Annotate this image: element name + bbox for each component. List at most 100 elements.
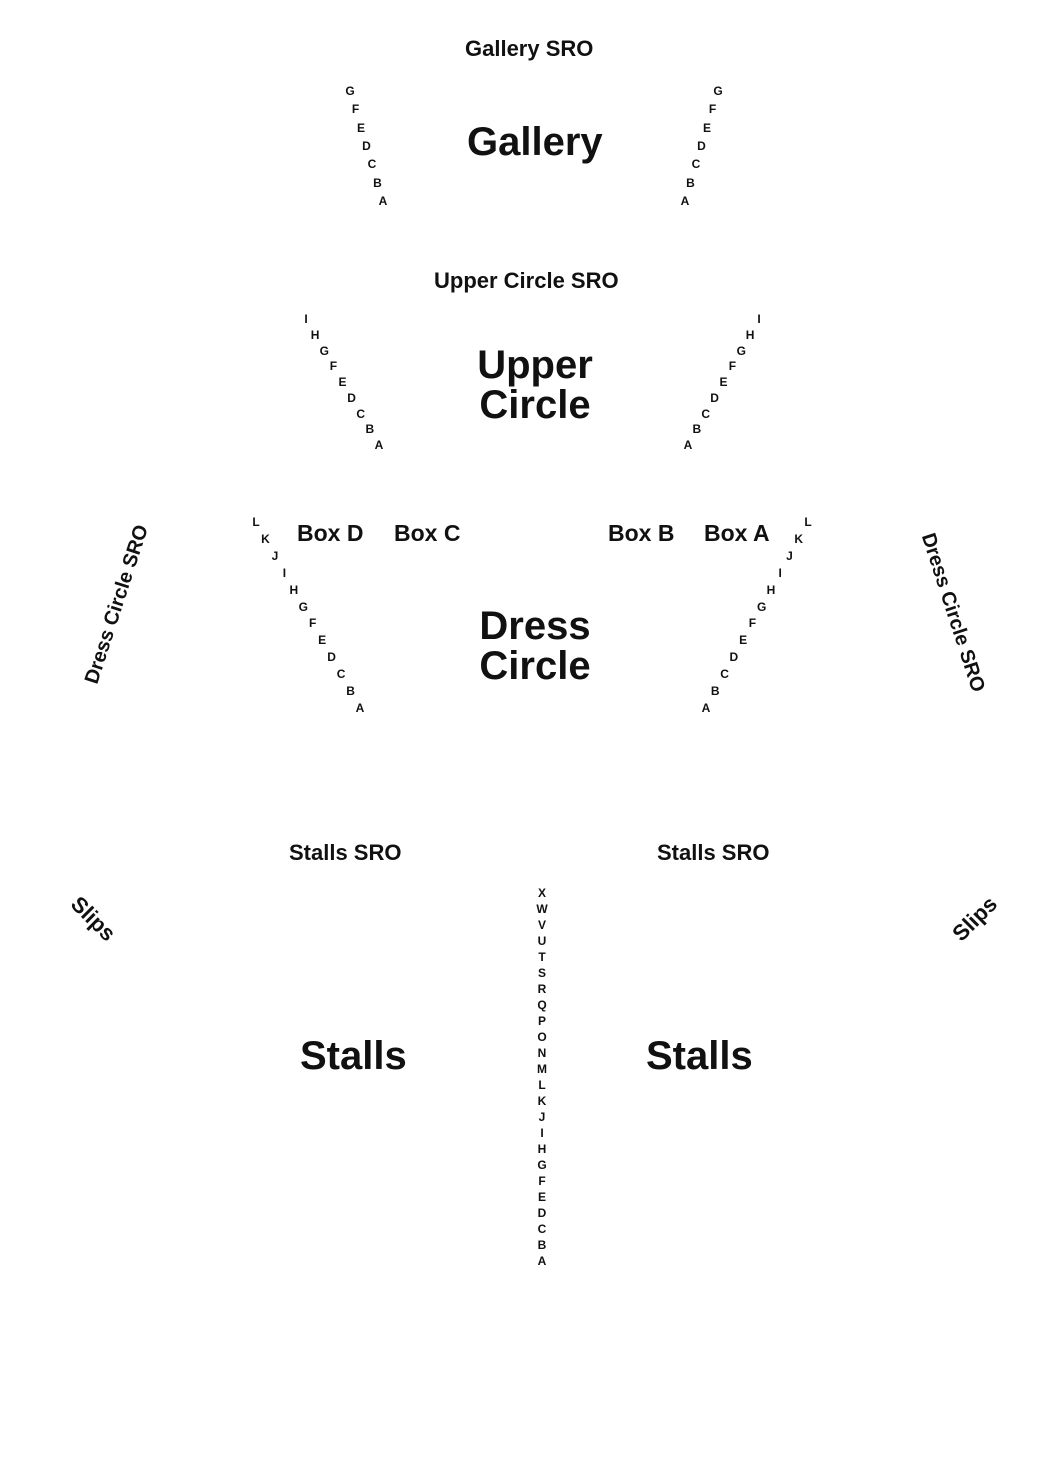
dress-circle-row-left-e: E bbox=[318, 633, 327, 648]
stalls-row-o: O bbox=[537, 1030, 547, 1044]
upper-circle-row-left-h: H bbox=[310, 327, 320, 342]
upper-circle-row-left-g: G bbox=[319, 343, 329, 358]
dress-circle-row-right-a: A bbox=[701, 701, 711, 715]
upper-circle-row-right-i: I bbox=[757, 312, 761, 326]
upper-circle-row-right-a: A bbox=[683, 438, 693, 452]
gallery-row-right-e: E bbox=[702, 120, 712, 135]
upper-circle-row-right-h: H bbox=[745, 327, 755, 342]
stalls-row-x: X bbox=[537, 886, 547, 900]
upper-circle-title-line1: Upper bbox=[477, 343, 593, 387]
dress-circle-row-right-f: F bbox=[748, 616, 757, 631]
stalls-row-d: D bbox=[537, 1206, 547, 1220]
box-b-label: Box B bbox=[608, 520, 675, 546]
upper-circle-row-left-i: I bbox=[304, 312, 308, 326]
stalls-row-q: Q bbox=[537, 998, 547, 1012]
dress-circle-row-right-j: J bbox=[786, 548, 793, 563]
dress-circle-row-right-h: H bbox=[766, 582, 776, 597]
gallery-row-left-c: C bbox=[367, 157, 377, 172]
gallery-title: Gallery bbox=[467, 120, 603, 164]
dress-circle-title-line2: Circle bbox=[479, 644, 591, 688]
upper-circle-row-right-g: G bbox=[736, 343, 746, 358]
upper-circle-row-left-d: D bbox=[347, 390, 356, 405]
gallery-row-left-d: D bbox=[362, 139, 371, 153]
dress-circle-row-left-j: J bbox=[271, 548, 279, 563]
upper-circle-row-left-a: A bbox=[374, 438, 384, 452]
upper-circle-row-left-b: B bbox=[365, 422, 375, 437]
stalls-row-i: I bbox=[540, 1126, 544, 1140]
upper-circle-sro-label: Upper Circle SRO bbox=[434, 268, 619, 293]
dress-circle-row-right-d: D bbox=[729, 650, 739, 665]
stalls-row-u: U bbox=[537, 934, 547, 948]
gallery-row-left-f: F bbox=[351, 102, 360, 117]
stalls-row-e: E bbox=[537, 1190, 547, 1204]
stalls-row-c: C bbox=[537, 1222, 547, 1236]
dress-circle-row-right-k: K bbox=[794, 531, 804, 546]
stalls-row-t: T bbox=[538, 950, 546, 964]
stalls-row-s: S bbox=[537, 966, 547, 980]
stalls-row-l: L bbox=[538, 1078, 546, 1092]
box-d-label: Box D bbox=[297, 520, 364, 546]
dress-circle-row-left-b: B bbox=[346, 684, 355, 699]
upper-circle-row-right-f: F bbox=[728, 359, 737, 374]
stalls-row-v: V bbox=[537, 918, 547, 932]
upper-circle-row-right-b: B bbox=[692, 422, 702, 437]
stalls-row-a: A bbox=[537, 1254, 547, 1268]
gallery-row-left-a: A bbox=[378, 194, 388, 208]
upper-circle-title: Upper Circle bbox=[460, 345, 610, 425]
dress-circle-title-line1: Dress bbox=[479, 604, 591, 648]
upper-circle-row-left-f: F bbox=[329, 359, 338, 374]
dress-circle-row-left-c: C bbox=[336, 667, 346, 682]
stalls-row-w: W bbox=[536, 902, 548, 916]
dress-circle-row-right-e: E bbox=[739, 633, 748, 648]
dress-circle-row-left-a: A bbox=[355, 701, 365, 715]
stalls-sro-left-label: Stalls SRO bbox=[289, 840, 402, 865]
gallery-row-right-g: G bbox=[713, 84, 723, 98]
gallery-row-right-f: F bbox=[708, 102, 717, 117]
dress-circle-row-left-f: F bbox=[309, 616, 317, 631]
upper-circle-title-line2: Circle bbox=[479, 383, 591, 427]
dress-circle-row-left-d: D bbox=[327, 650, 336, 665]
gallery-row-right-b: B bbox=[686, 175, 695, 190]
dress-circle-row-left-l: L bbox=[252, 515, 260, 529]
stalls-row-m: M bbox=[537, 1062, 547, 1076]
dress-circle-row-left-h: H bbox=[289, 582, 299, 597]
dress-circle-sro-left-label: Dress Circle SRO bbox=[80, 522, 153, 687]
dress-circle-row-right-l: L bbox=[804, 515, 812, 529]
upper-circle-row-left-c: C bbox=[356, 406, 366, 421]
slips-left-label: Slips bbox=[65, 891, 121, 947]
stalls-row-r: R bbox=[537, 982, 547, 996]
dress-circle-row-right-g: G bbox=[756, 599, 767, 614]
dress-circle-row-left-i: I bbox=[282, 565, 287, 580]
stalls-title-left: Stalls bbox=[300, 1034, 407, 1078]
upper-circle-row-right-e: E bbox=[719, 375, 728, 389]
stalls-row-h: H bbox=[537, 1142, 547, 1156]
stalls-row-p: P bbox=[537, 1014, 547, 1028]
dress-circle-row-left-g: G bbox=[298, 599, 308, 614]
dress-circle-row-right-b: B bbox=[710, 684, 720, 699]
dress-circle-sro-right-label: Dress Circle SRO bbox=[916, 530, 989, 695]
dress-circle-row-right-c: C bbox=[720, 667, 729, 682]
box-c-label: Box C bbox=[394, 520, 461, 546]
stalls-title-right: Stalls bbox=[646, 1034, 753, 1078]
stalls-row-f: F bbox=[538, 1174, 546, 1188]
gallery-row-right-d: D bbox=[697, 139, 706, 153]
stalls-row-j: J bbox=[538, 1110, 546, 1124]
gallery-row-right-a: A bbox=[680, 194, 690, 208]
dress-circle-row-left-k: K bbox=[261, 531, 270, 546]
stalls-row-k: K bbox=[537, 1094, 547, 1108]
slips-right-label: Slips bbox=[947, 891, 1003, 947]
stalls-sro-right-label: Stalls SRO bbox=[657, 840, 770, 865]
upper-circle-row-right-d: D bbox=[710, 390, 719, 405]
stalls-row-g: G bbox=[537, 1158, 547, 1172]
gallery-row-left-g: G bbox=[345, 84, 355, 98]
box-a-label: Box A bbox=[704, 520, 770, 546]
gallery-row-left-b: B bbox=[373, 175, 382, 190]
gallery-row-left-e: E bbox=[356, 120, 366, 135]
gallery-sro-label: Gallery SRO bbox=[465, 36, 594, 61]
stalls-row-n: N bbox=[537, 1046, 547, 1060]
upper-circle-row-left-e: E bbox=[338, 375, 347, 389]
gallery-row-right-c: C bbox=[691, 157, 701, 172]
dress-circle-row-right-i: I bbox=[778, 565, 782, 580]
dress-circle-title: Dress Circle bbox=[460, 606, 610, 686]
